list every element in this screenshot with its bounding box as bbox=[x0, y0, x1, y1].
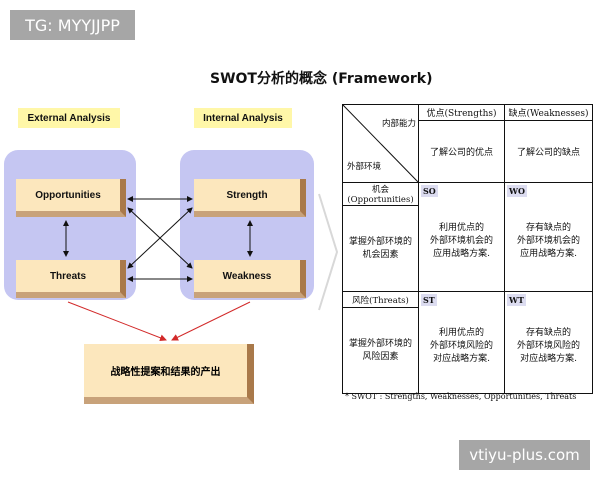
wo-code: WO bbox=[507, 185, 527, 197]
arrow-t-s bbox=[127, 207, 193, 269]
opportunities-box: Opportunities bbox=[16, 179, 126, 217]
st-line-2: 外部环境风险的 bbox=[429, 341, 493, 351]
wo-cell: WO 存有缺点的 外部环境机会的 应用战略方案. bbox=[504, 182, 593, 292]
red-arrow-right bbox=[171, 301, 251, 341]
row-threats: 风险(Threats) bbox=[342, 291, 419, 308]
watermark-top: TG: MYYJJPP bbox=[10, 10, 135, 40]
so-line-2: 外部环境机会的 bbox=[429, 235, 493, 246]
st-code: ST bbox=[421, 294, 437, 306]
corner-internal: 内部能力 bbox=[381, 119, 416, 129]
corner-external: 外部环境 bbox=[347, 162, 382, 172]
strength-box: Strength bbox=[194, 179, 306, 217]
internal-analysis-label: Internal Analysis bbox=[194, 108, 292, 128]
so-cell: SO 利用优点的 外部环境机会的 应用战略方案. bbox=[418, 182, 505, 292]
thr-desc-line-1: 掌握外部环境的 bbox=[348, 338, 412, 349]
header-weaknesses: 缺点(Weaknesses) bbox=[504, 104, 593, 121]
opportunities-desc: 掌握外部环境的 机会因素 bbox=[342, 205, 419, 292]
chevron-right-icon bbox=[318, 193, 339, 311]
st-cell: ST 利用优点的 外部环境风险的 对应战略方案. bbox=[418, 291, 505, 394]
threats-desc: 掌握外部环境的 风险因素 bbox=[342, 307, 419, 394]
wo-line-3: 应用战略方案. bbox=[520, 248, 577, 259]
wo-line-2: 外部环境机会的 bbox=[516, 235, 580, 246]
st-line-1: 利用优点的 bbox=[438, 328, 484, 338]
red-arrow-left bbox=[67, 301, 167, 342]
swot-table: 内部能力 外部环境 优点(Strengths) 缺点(Weaknesses) 了… bbox=[342, 104, 593, 394]
weakness-box: Weakness bbox=[194, 260, 306, 298]
page-title: SWOT分析的概念 (Framework) bbox=[210, 71, 433, 87]
opp-desc-line-2: 机会因素 bbox=[362, 249, 399, 260]
wt-line-3: 对应战略方案. bbox=[520, 354, 577, 364]
weaknesses-desc: 了解公司的缺点 bbox=[504, 120, 593, 183]
so-line-1: 利用优点的 bbox=[438, 222, 484, 233]
wt-line-1: 存有缺点的 bbox=[525, 328, 571, 338]
so-code: SO bbox=[421, 185, 438, 197]
footnote: * SWOT : Strengths, Weaknesses, Opportun… bbox=[345, 392, 577, 401]
st-line-3: 对应战略方案. bbox=[433, 354, 490, 364]
row-opportunities: 机会(Opportunities) bbox=[342, 182, 419, 206]
wt-cell: WT 存有缺点的 外部环境风险的 对应战略方案. bbox=[504, 291, 593, 394]
external-analysis-label: External Analysis bbox=[18, 108, 120, 128]
corner-cell: 内部能力 外部环境 bbox=[342, 104, 419, 183]
wt-line-2: 外部环境风险的 bbox=[516, 341, 580, 351]
watermark-bottom: vtiyu-plus.com bbox=[459, 440, 590, 470]
threats-box: Threats bbox=[16, 260, 126, 298]
so-line-3: 应用战略方案. bbox=[433, 248, 490, 259]
thr-desc-line-2: 风险因素 bbox=[362, 351, 399, 362]
wt-code: WT bbox=[507, 294, 526, 306]
result-box: 战略性提案和结果的产出 bbox=[84, 344, 254, 404]
header-strengths: 优点(Strengths) bbox=[418, 104, 505, 121]
wo-line-1: 存有缺点的 bbox=[525, 222, 571, 233]
opp-desc-line-1: 掌握外部环境的 bbox=[348, 236, 412, 247]
strengths-desc: 了解公司的优点 bbox=[418, 120, 505, 183]
